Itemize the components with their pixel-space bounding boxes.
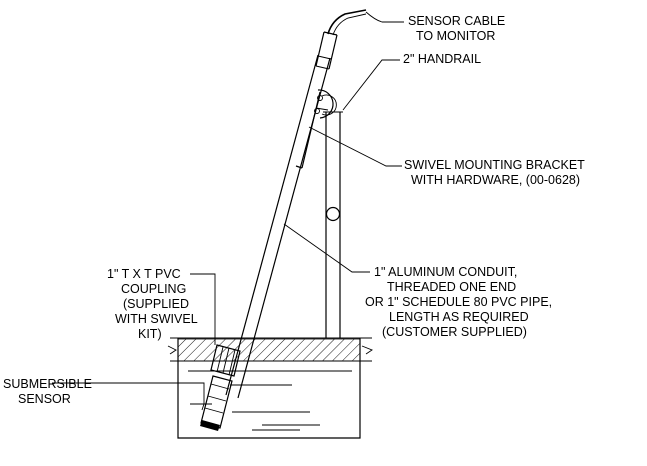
label-line: LENGTH AS REQUIRED bbox=[389, 310, 529, 324]
leader-lines bbox=[52, 11, 404, 404]
handrail-post bbox=[317, 89, 343, 338]
label-line: SUBMERSIBLE bbox=[3, 377, 92, 391]
pvc-coupling bbox=[210, 344, 241, 377]
sensor-cable bbox=[327, 9, 367, 36]
label-swivel-bracket: SWIVEL MOUNTING BRACKET WITH HARDWARE, (… bbox=[404, 158, 588, 187]
label-line: WITH HARDWARE, (00-0628) bbox=[411, 173, 580, 187]
swivel-bracket bbox=[295, 91, 329, 169]
label-conduit: 1" ALUMINUM CONDUIT, THREADED ONE END OR… bbox=[365, 265, 556, 339]
label-line: SENSOR CABLE bbox=[408, 14, 505, 28]
submersible-sensor bbox=[200, 375, 233, 431]
label-line: SWIVEL MOUNTING BRACKET bbox=[404, 158, 585, 172]
concrete-slab bbox=[177, 338, 361, 362]
label-handrail: 2" HANDRAIL bbox=[403, 52, 481, 66]
label-line: WITH SWIVEL bbox=[115, 312, 198, 326]
label-line: (CUSTOMER SUPPLIED) bbox=[382, 325, 527, 339]
label-sensor-cable: SENSOR CABLE TO MONITOR bbox=[408, 14, 509, 43]
label-line: COUPLING bbox=[121, 282, 186, 296]
label-line: TO MONITOR bbox=[416, 29, 495, 43]
label-coupling: 1" T X T PVC COUPLING (SUPPLIED WITH SWI… bbox=[107, 267, 201, 341]
conduit-pipe bbox=[225, 31, 338, 399]
label-sensor: SUBMERSIBLE SENSOR bbox=[3, 377, 95, 406]
label-line: 1" T X T PVC bbox=[107, 267, 181, 281]
label-line: KIT) bbox=[138, 327, 162, 341]
label-line: 2" HANDRAIL bbox=[403, 52, 481, 66]
label-line: (SUPPLIED bbox=[123, 297, 189, 311]
label-line: 1" ALUMINUM CONDUIT, bbox=[374, 265, 517, 279]
label-line: OR 1" SCHEDULE 80 PVC PIPE, bbox=[365, 295, 552, 309]
label-line: THREADED ONE END bbox=[387, 280, 516, 294]
label-line: SENSOR bbox=[18, 392, 71, 406]
tank bbox=[167, 337, 373, 439]
